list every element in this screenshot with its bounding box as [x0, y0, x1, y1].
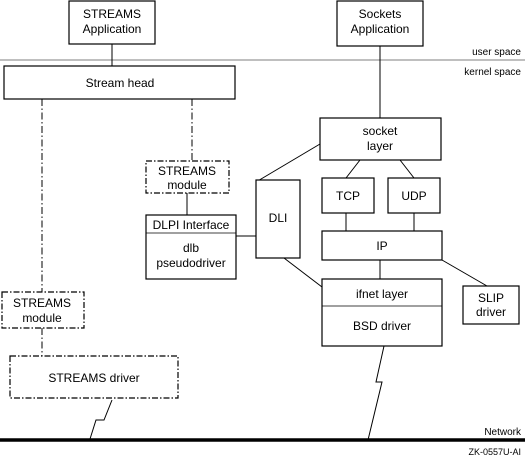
dashed-connectors — [41, 99, 193, 356]
svg-text:module: module — [167, 178, 207, 192]
tcp-box: TCP — [321, 177, 375, 214]
svg-text:STREAMS: STREAMS — [13, 296, 71, 310]
bsd-driver-network-link — [367, 345, 385, 441]
svg-text:Sockets: Sockets — [359, 7, 402, 21]
svg-text:Application: Application — [351, 22, 410, 36]
streams-driver-box: STREAMS driver — [9, 355, 179, 399]
svg-text:DLI: DLI — [269, 211, 288, 225]
streams-application-box: STREAMS Application — [68, 0, 156, 45]
bsd-driver-label: BSD driver — [353, 319, 411, 333]
svg-text:Stream head: Stream head — [86, 76, 155, 90]
ip-box: IP — [321, 230, 443, 261]
ifnet-layer-label: ifnet layer — [356, 287, 408, 301]
socket-layer-box: socket layer — [319, 117, 442, 161]
network-label: Network — [484, 427, 522, 438]
svg-text:dlb: dlb — [183, 241, 199, 255]
svg-text:TCP: TCP — [336, 189, 360, 203]
svg-text:STREAMS: STREAMS — [83, 7, 141, 21]
svg-text:STREAMS driver: STREAMS driver — [48, 371, 139, 385]
dli-box: DLI — [255, 179, 301, 259]
figure-id: ZK-0557U-AI — [468, 447, 521, 457]
solid-connectors — [111, 44, 488, 288]
kernel-space-label: kernel space — [464, 67, 521, 78]
dlpi-interface-label: DLPI Interface — [153, 218, 230, 232]
svg-text:layer: layer — [367, 139, 393, 153]
sockets-application-box: Sockets Application — [336, 0, 424, 47]
stream-head-box: Stream head — [3, 65, 236, 100]
streams-driver-network-link — [89, 399, 113, 440]
streams-module-lower-box: STREAMS module — [1, 291, 85, 329]
svg-text:STREAMS: STREAMS — [158, 164, 216, 178]
svg-text:UDP: UDP — [401, 189, 426, 203]
svg-text:socket: socket — [363, 124, 398, 138]
svg-text:pseudodriver: pseudodriver — [156, 256, 225, 270]
svg-text:Application: Application — [83, 22, 142, 36]
udp-box: UDP — [387, 177, 441, 214]
dlpi-dlb-box: DLPI Interface dlb pseudodriver — [145, 214, 237, 280]
svg-text:IP: IP — [376, 239, 387, 253]
svg-text:module: module — [22, 311, 62, 325]
svg-text:driver: driver — [476, 305, 506, 319]
streams-module-upper-box: STREAMS module — [145, 160, 230, 194]
slip-driver-box: SLIP driver — [462, 285, 520, 325]
svg-text:SLIP: SLIP — [478, 291, 504, 305]
ifnet-bsd-box: ifnet layer BSD driver — [321, 278, 443, 347]
user-space-label: user space — [472, 47, 521, 58]
